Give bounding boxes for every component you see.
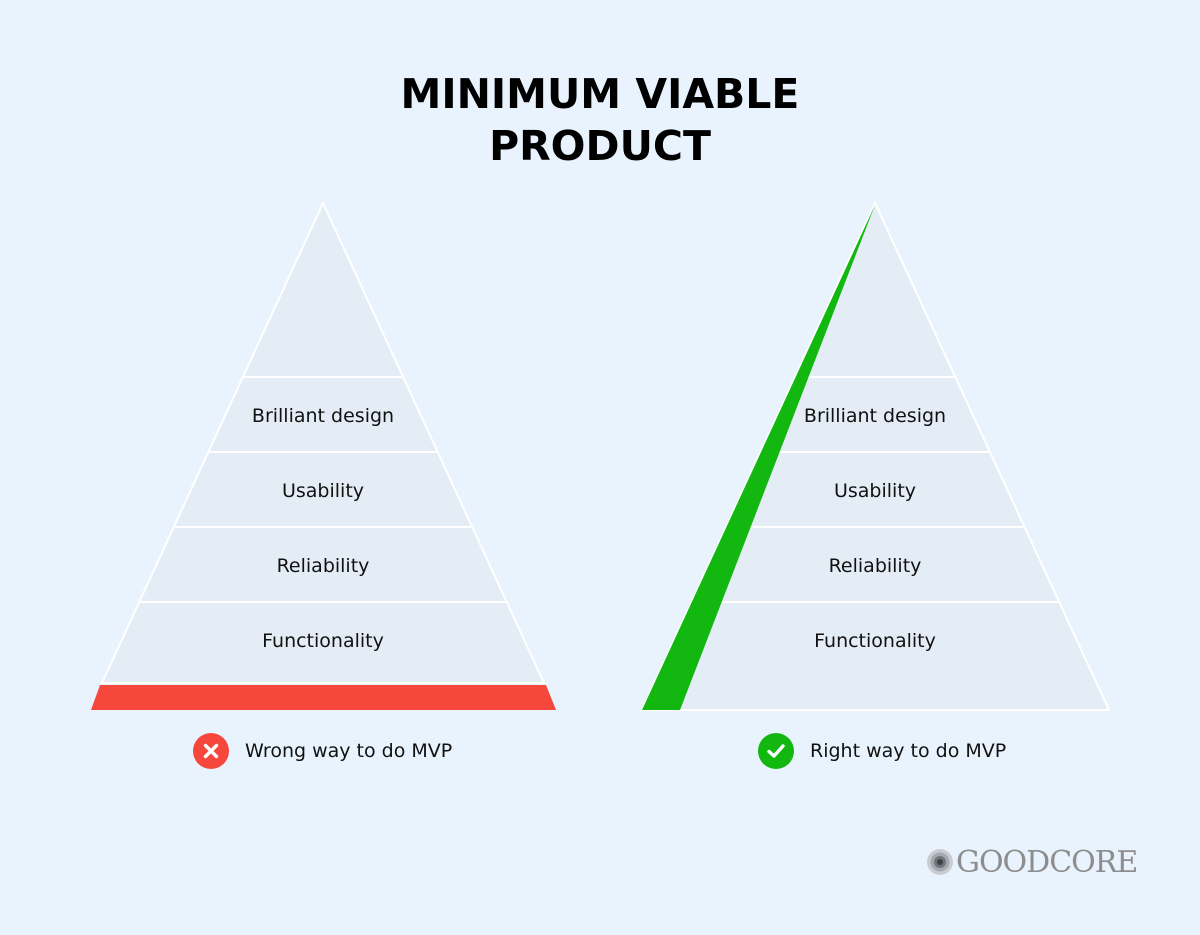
pyramid-wrong: Brilliant design Usability Reliability F… xyxy=(91,200,556,710)
layer-label-usability: Usability xyxy=(834,480,916,502)
title-line-1: MINIMUM VIABLE xyxy=(400,70,800,118)
layer-label-reliability: Reliability xyxy=(277,555,370,577)
pyramid-body xyxy=(640,200,1111,711)
caption-wrong-way: Wrong way to do MVP xyxy=(193,733,452,769)
layer-label-reliability: Reliability xyxy=(829,555,922,577)
layer-label-functionality: Functionality xyxy=(262,630,384,652)
pyramid-right: Brilliant design Usability Reliability F… xyxy=(640,200,1111,711)
logo-wordmark: GOODCORE xyxy=(956,844,1138,880)
page-title: MINIMUM VIABLE PRODUCT xyxy=(0,68,1200,172)
layer-label-functionality: Functionality xyxy=(814,630,936,652)
title-line-2: PRODUCT xyxy=(489,122,711,170)
caption-text: Wrong way to do MVP xyxy=(245,740,453,762)
cross-icon xyxy=(193,733,229,769)
pyramid-body xyxy=(100,200,546,684)
right-edge-wedge xyxy=(642,205,875,710)
layer-label-brilliant-design: Brilliant design xyxy=(252,405,394,427)
layer-label-usability: Usability xyxy=(282,480,364,502)
check-icon xyxy=(758,733,794,769)
goodcore-logo: GOODCORE xyxy=(926,844,1138,880)
wrong-base-band xyxy=(91,685,556,710)
caption-right-way: Right way to do MVP xyxy=(758,733,1006,769)
logo-mark-icon xyxy=(927,849,953,875)
caption-text: Right way to do MVP xyxy=(810,740,1007,762)
layer-label-brilliant-design: Brilliant design xyxy=(804,405,946,427)
